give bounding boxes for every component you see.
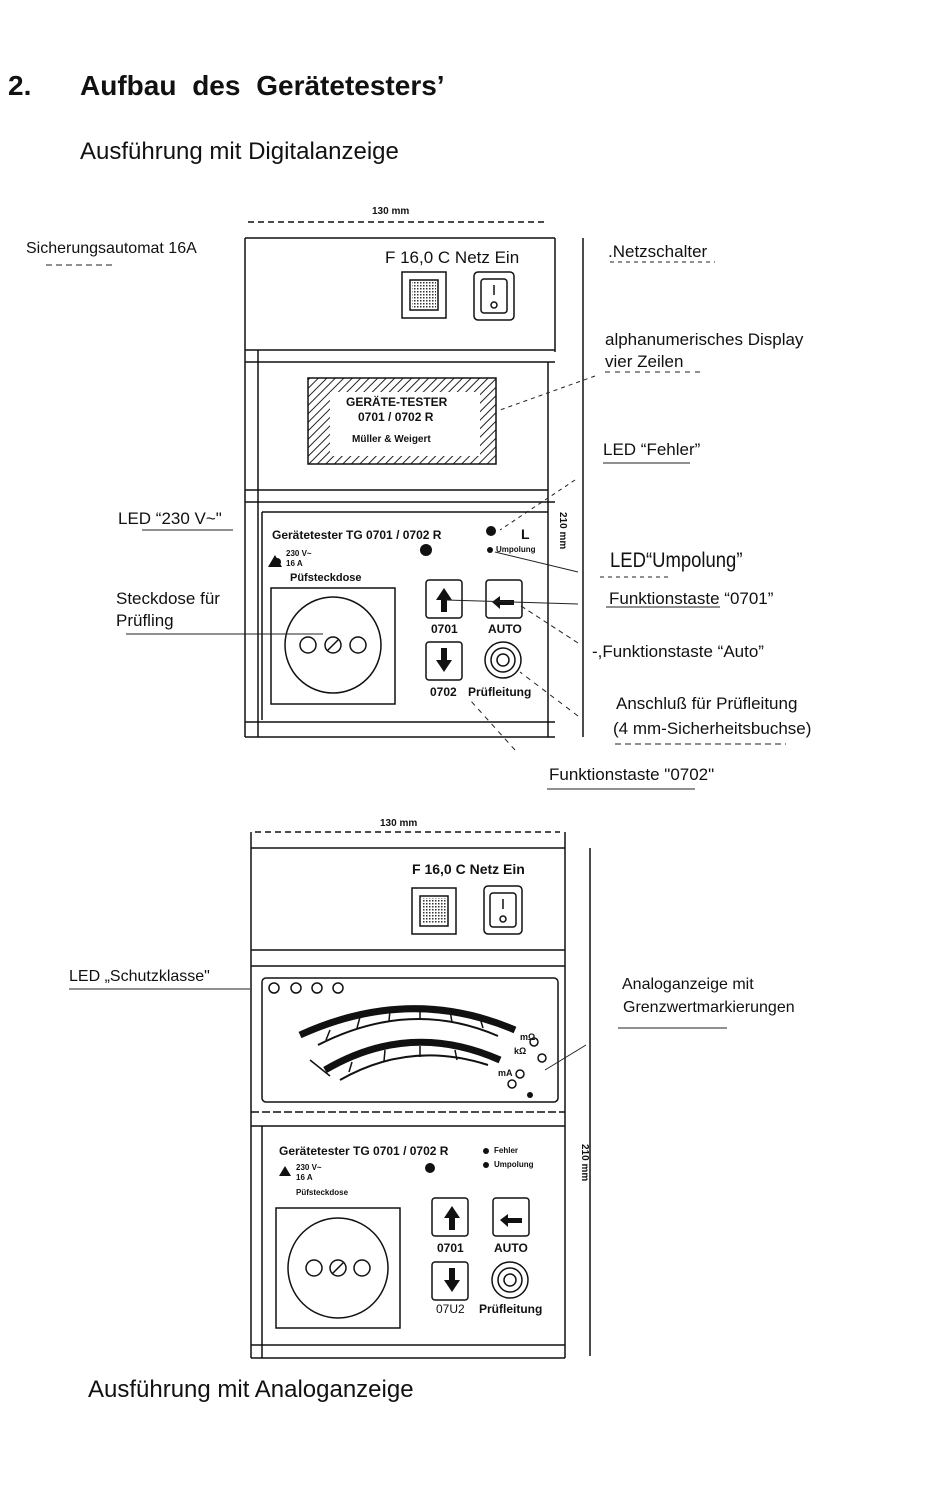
analog-fehler-small: Fehler <box>494 1146 519 1155</box>
section-title: Aufbau des Gerätetesters’ <box>80 70 445 101</box>
analog-caption: Ausführung mit Analoganzeige <box>88 1376 414 1403</box>
digital-key-auto-label: AUTO <box>488 622 522 636</box>
analog-key-auto-label: AUTO <box>494 1241 528 1255</box>
label-netzschalter: .Netzschalter <box>608 242 708 261</box>
digital-voltage-small: 230 V~ <box>286 549 312 558</box>
analog-top-panel-text: F 16,0 C Netz Ein <box>412 861 525 877</box>
display-line-2: 0701 / 0702 R <box>358 410 434 424</box>
label-anschluss-line2: (4 mm-Sicherheitsbuchse) <box>613 719 812 738</box>
label-led-schutzklasse: LED „Schutzklasse" <box>69 968 210 985</box>
label-led-230: LED “230 V~" <box>118 509 222 528</box>
label-display-line1: alphanumerisches Display <box>605 330 804 349</box>
digital-current-small: 16 A <box>286 559 303 568</box>
display-line-3: Müller & Weigert <box>352 434 431 445</box>
digital-key-0701-label: 0701 <box>431 622 458 636</box>
label-led-fehler: LED “Fehler” <box>603 440 701 459</box>
digital-height-label: 210 mm <box>557 512 568 550</box>
section-number: 2. <box>8 70 32 101</box>
digital-top-panel-text: F 16,0 C Netz Ein <box>385 248 520 267</box>
scale-unit-kohm: kΩ <box>514 1046 527 1056</box>
analog-device-title: Gerätetester TG 0701 / 0702 R <box>279 1144 449 1158</box>
label-display-line2: vier Zeilen <box>605 352 684 371</box>
digital-device-title: Gerätetester TG 0701 / 0702 R <box>272 528 442 542</box>
analog-umpolung-small: Umpolung <box>494 1160 534 1169</box>
label-steckdose-line1: Steckdose für <box>116 589 220 608</box>
label-analog-line2: Grenzwertmarkierungen <box>623 999 795 1016</box>
digital-caption: Ausführung mit Digitalanzeige <box>80 138 399 165</box>
digital-socket-small: Püfsteckdose <box>290 572 362 584</box>
display-line-1: GERÄTE-TESTER <box>346 395 448 409</box>
analog-current-small: 16 A <box>296 1173 313 1182</box>
digital-key-0702-label: 0702 <box>430 685 457 699</box>
label-analog-line1: Analoganzeige mit <box>622 976 754 993</box>
analog-height-label: 210 mm <box>579 1144 590 1182</box>
digital-pruefleitung-label: Prüfleitung <box>468 685 532 699</box>
analog-socket-small: Püfsteckdose <box>296 1188 349 1197</box>
scale-unit-ma: mA <box>498 1068 513 1078</box>
label-anschluss-line1: Anschluß für Prüfleitung <box>616 694 798 713</box>
analog-key-0702-label: 07U2 <box>436 1302 465 1316</box>
digital-umpolung-small: Umpolung <box>496 545 536 554</box>
digital-width-label: 130 mm <box>372 206 410 217</box>
analog-voltage-small: 230 V~ <box>296 1163 322 1172</box>
analog-key-0701-label: 0701 <box>437 1241 464 1255</box>
label-sicherungsautomat: Sicherungsautomat 16A <box>26 240 197 257</box>
label-ft-0702: Funktionstaste "0702" <box>549 765 715 784</box>
label-steckdose-line2: Prüfling <box>116 611 174 630</box>
analog-pruefleitung-label: Prüfleitung <box>479 1302 543 1316</box>
label-led-umpolung: LED“Umpolung” <box>610 549 743 572</box>
analog-width-label: 130 mm <box>380 818 418 829</box>
scale-unit-mohm: mΩ <box>520 1032 536 1042</box>
digital-led-l-text: L <box>521 526 530 542</box>
label-ft-auto: -,Funktionstaste “Auto” <box>592 642 764 661</box>
label-ft-0701: Funktionstaste “0701” <box>609 589 774 608</box>
